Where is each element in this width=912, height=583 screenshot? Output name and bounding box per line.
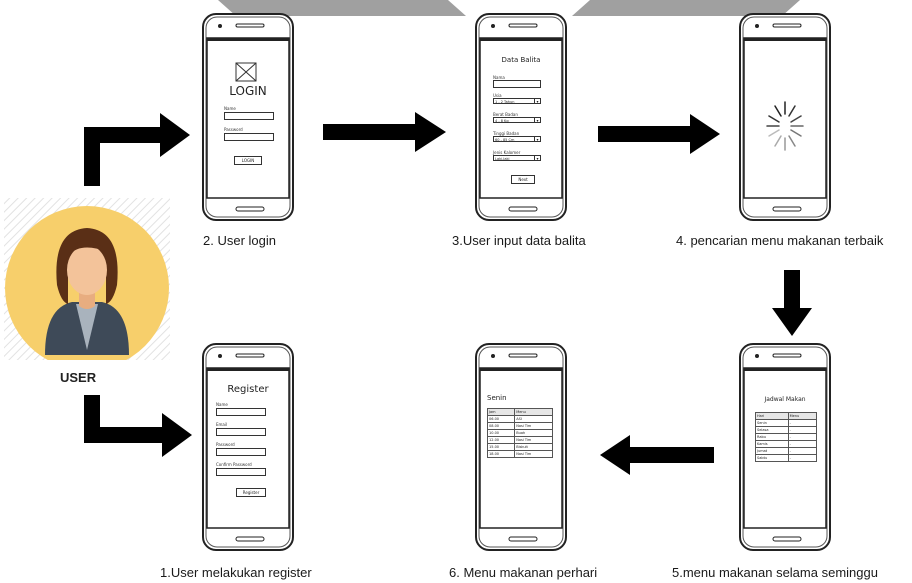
input-usia-select[interactable]: 1 - 2 Tahun▾	[493, 98, 541, 104]
user-avatar-panel	[0, 190, 170, 370]
image-placeholder-icon	[235, 62, 257, 82]
login-name-input[interactable]	[224, 112, 274, 120]
table-row: Sabtu-	[755, 454, 818, 462]
caption-weekly: 5.menu makanan selama seminggu	[672, 565, 878, 580]
login-button[interactable]: LOGIN	[234, 156, 262, 165]
face-shape	[67, 245, 107, 295]
arrow-weekly-to-daily	[600, 435, 714, 475]
input-kalori-select[interactable]: Laki-laki▾	[493, 155, 541, 161]
user-label: USER	[60, 370, 97, 385]
chevron-down-icon: ▾	[534, 99, 540, 104]
table-row: Selasa-	[755, 426, 818, 434]
caption-input: 3.User input data balita	[452, 233, 586, 248]
table-header: Menu	[787, 412, 818, 420]
input-title: Data Balita	[501, 56, 541, 64]
arrow-login-to-input	[323, 112, 446, 152]
table-row: Rabu-	[755, 433, 818, 441]
next-button[interactable]: Next	[511, 175, 535, 184]
register-name-input[interactable]	[216, 408, 266, 416]
top-decor-bars	[218, 0, 800, 16]
daily-title: Senin	[487, 394, 507, 402]
login-title: LOGIN	[229, 84, 267, 98]
register-button[interactable]: Register	[236, 488, 266, 497]
chevron-down-icon: ▾	[534, 156, 540, 161]
arrow-input-to-search	[598, 114, 720, 154]
caption-daily: 6. Menu makanan perhari	[449, 565, 598, 580]
login-name-label: Name	[224, 106, 236, 111]
register-password-label: Password	[216, 442, 235, 447]
input-tinggi-select[interactable]: 60 - 85 Cm▾	[493, 136, 541, 142]
input-usia-label: Usia	[493, 93, 502, 98]
register-title: Register	[227, 384, 269, 395]
phone-input: Data Balita Nama Usia 1 - 2 Tahun▾ Berat…	[473, 12, 569, 222]
table-row: Jumat-	[755, 447, 818, 455]
table-row: Senin-	[755, 419, 818, 427]
phone-register: Register Name Email Password Confirm Pas…	[200, 342, 296, 552]
phone-login: LOGIN Name Password LOGIN	[200, 12, 296, 222]
decor-bar-left	[218, 0, 466, 16]
shirt-shape	[76, 304, 98, 350]
register-confirm-label: Confirm Password	[216, 462, 252, 467]
chevron-down-icon: ▾	[534, 137, 540, 142]
arrow-user-to-register	[84, 395, 192, 457]
input-tinggi-label: Tinggi Badan	[493, 131, 520, 136]
phone-loading	[737, 12, 833, 222]
user-avatar	[4, 198, 170, 370]
decor-bar-right	[572, 0, 800, 16]
loading-spinner-icon	[766, 101, 804, 151]
table-header: Hari	[755, 412, 789, 420]
register-email-label: Email	[216, 422, 228, 427]
register-email-input[interactable]	[216, 428, 266, 436]
register-name-label: Name	[216, 402, 228, 407]
login-password-label: Password	[224, 127, 243, 132]
input-name-field[interactable]	[493, 80, 541, 88]
table-header: Menu	[514, 408, 553, 416]
login-password-input[interactable]	[224, 133, 274, 141]
input-berat-select[interactable]: 4 - 8 Kg▾	[493, 117, 541, 123]
weekly-title: Jadwal Makan	[764, 396, 806, 403]
chevron-down-icon: ▾	[534, 118, 540, 123]
input-berat-label: Berat Badan	[493, 112, 518, 117]
register-confirm-input[interactable]	[216, 468, 266, 476]
arrow-search-to-weekly	[772, 270, 812, 336]
table-row: Kamis-	[755, 440, 818, 448]
caption-login: 2. User login	[203, 233, 276, 248]
register-password-input[interactable]	[216, 448, 266, 456]
caption-register: 1.User melakukan register	[160, 565, 312, 580]
table-header: Jam	[486, 408, 516, 416]
caption-search: 4. pencarian menu makanan terbaik	[676, 233, 884, 248]
arrow-user-to-login	[84, 113, 190, 186]
input-kalori-label: Jenis Kalomer	[493, 150, 521, 155]
input-name-label: Nama	[493, 75, 505, 80]
